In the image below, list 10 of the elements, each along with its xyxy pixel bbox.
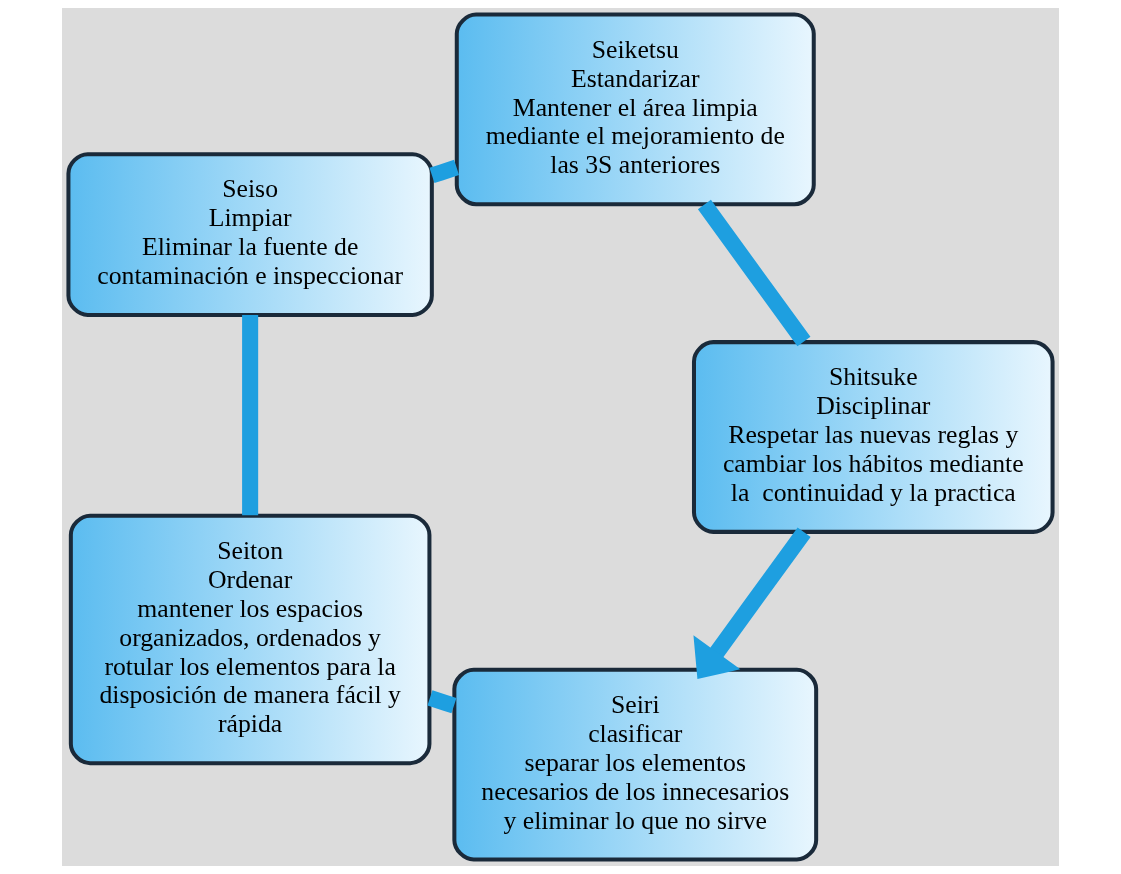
connector (242, 315, 259, 516)
node-box: Seiton Ordenar mantener los espacios organizados, ordenados y rotular los elementos para la disposición de manera fácil y rápida (68, 513, 432, 766)
node-box: Shitsuke Disciplinar Respetar las nuevas reglas y cambiar los hábitos mediante la continuidad y la practica (692, 340, 1055, 534)
connector (697, 199, 811, 347)
node-box: Seiri clasificar separar los elementos necesarios de los innecesarios y eliminar lo que no sirve (452, 667, 819, 862)
node-box: Seiketsu Estandarizar Mantener el área limpia mediante el mejoramiento de las 3S anteriores (454, 12, 816, 207)
arrow (693, 527, 811, 680)
connector (429, 159, 460, 184)
connector (427, 690, 457, 714)
node-box: Seiso Limpiar Eliminar la fuente de contaminación e inspeccionar (66, 152, 434, 317)
